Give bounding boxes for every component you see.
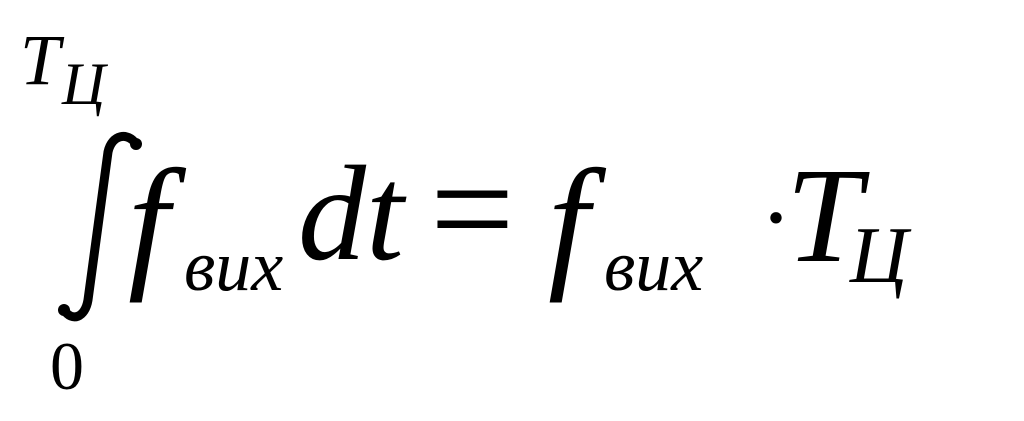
differential: dt <box>298 139 404 289</box>
equals-sign: = <box>430 126 515 292</box>
integrand-subscript: вих <box>184 226 284 306</box>
result-factor-subscript: Ц <box>850 212 908 300</box>
multiplication-dot: · <box>760 164 792 271</box>
result-factor-base: T <box>786 141 862 291</box>
upper-limit-base: T <box>20 20 61 100</box>
result-subscript: вих <box>604 226 704 306</box>
integrand-function: f <box>128 140 170 304</box>
upper-limit-subscript: Ц <box>62 51 106 117</box>
integral-icon <box>58 132 142 322</box>
lower-limit: 0 <box>50 328 84 404</box>
result-function: f <box>548 140 590 304</box>
